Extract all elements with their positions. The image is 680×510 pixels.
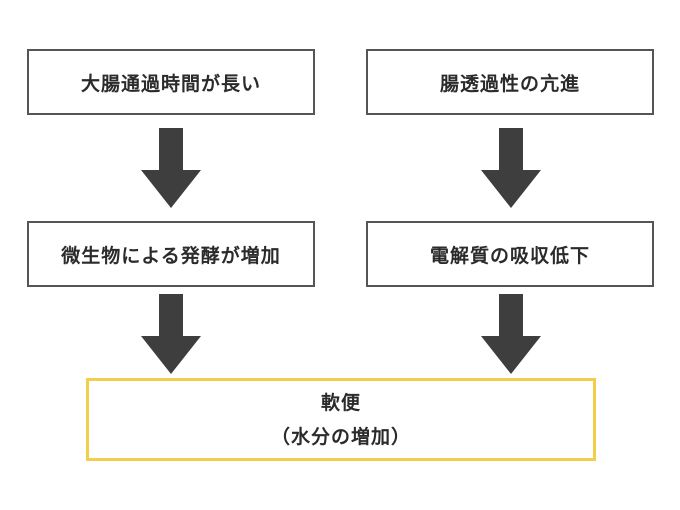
cause-box-intestinal-permeability: 腸透過性の亢進 [366,49,654,115]
result-box-soft-stool: 軟便 （水分の増加） [86,378,596,461]
down-arrow-icon [481,294,541,374]
result-label-title: 軟便 [320,391,361,414]
cause-box-colon-transit: 大腸通過時間が長い [27,49,315,115]
effect-box-electrolyte-absorption: 電解質の吸収低下 [366,221,654,287]
effect-box-microbial-fermentation: 微生物による発酵が増加 [27,221,315,287]
effect-label-electrolyte-absorption: 電解質の吸収低下 [429,244,590,267]
effect-label-microbial-fermentation: 微生物による発酵が増加 [61,244,281,267]
cause-label-intestinal-permeability: 腸透過性の亢進 [439,72,580,95]
down-arrow-icon [141,128,201,208]
result-label-detail: （水分の増加） [270,425,411,448]
down-arrow-icon [141,294,201,374]
cause-label-colon-transit: 大腸通過時間が長い [80,72,261,95]
down-arrow-icon [481,128,541,208]
